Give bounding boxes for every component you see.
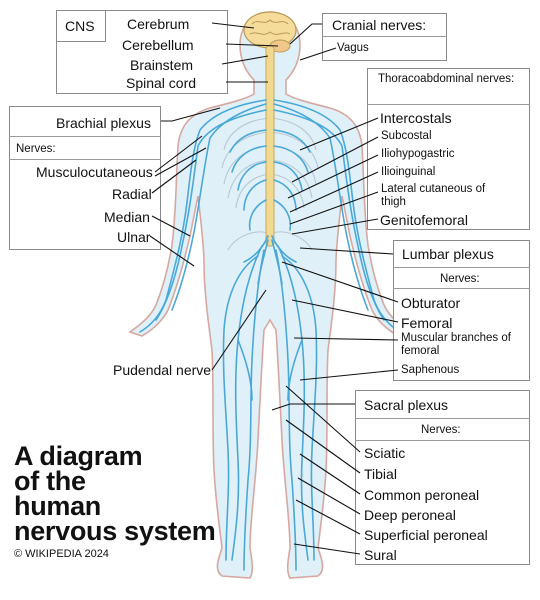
- cranial-header: Cranial nerves:: [332, 17, 427, 33]
- brachial-divider-2: [9, 159, 161, 160]
- pointer-brainstem: [221, 55, 269, 65]
- lumbar-divider-1: [393, 267, 530, 268]
- pointer-brachial: [161, 107, 221, 122]
- sacral-label-deep-peroneal: Deep peroneal: [364, 507, 456, 523]
- pointer-common-peroneal: [299, 453, 361, 495]
- sacral-label-tibial: Tibial: [364, 466, 397, 482]
- pointer-subcostal: [291, 136, 379, 183]
- lumbar-divider-2: [393, 288, 530, 289]
- lumbar-header: Lumbar plexus: [402, 246, 494, 262]
- brain-folds: [249, 19, 291, 35]
- pointer-genitofemoral: [291, 218, 379, 235]
- pointer-pudendal: [211, 289, 267, 371]
- pointer-tibial: [285, 419, 361, 474]
- brachial-label-musculocutaneous: Musculocutaneous: [36, 164, 153, 180]
- pointer-iliohypogastric: [287, 154, 379, 199]
- lumbar-label-femoral: Femoral: [401, 315, 453, 331]
- thoraco-divider: [367, 104, 530, 105]
- pointer-intercostals: [299, 117, 379, 151]
- body-silhouette: [128, 11, 412, 579]
- thoraco-header-text: Thoracoabdominal nerves:: [378, 73, 515, 85]
- cranial-box: [322, 13, 447, 61]
- lumbar-label-muscular-branches-text: Muscular branches of femoral: [401, 332, 511, 357]
- sacral-subheader: Nerves:: [421, 424, 461, 436]
- thoraco-header: Thoracoabdominal nerves:: [378, 73, 523, 86]
- pointer-radial-1: [154, 147, 207, 177]
- thoraco-box: [367, 68, 530, 230]
- cns-header-box: [56, 10, 106, 42]
- sacral-label-sciatic: Sciatic: [364, 445, 406, 461]
- pointer-saphenous: [299, 369, 399, 381]
- pointer-median: [151, 215, 191, 237]
- lumbar-label-obturator: Obturator: [401, 295, 461, 311]
- pudendal-label: Pudendal nerve: [113, 362, 212, 378]
- brachial-subheader: Nerves:: [16, 143, 56, 155]
- thoraco-label-lateral-cutaneous: Lateral cutaneous of thigh: [381, 183, 511, 209]
- cns-label-spinal-cord: Spinal cord: [126, 75, 197, 91]
- brachial-label-ulnar: Ulnar: [117, 229, 151, 245]
- pointer-lateral-cutaneous: [289, 191, 379, 225]
- thoraco-label-subcostal: Subcostal: [381, 130, 432, 142]
- pointer-musculocutaneous: [154, 135, 203, 173]
- brachial-header: Brachial plexus: [56, 115, 151, 131]
- sacral-header: Sacral plexus: [364, 397, 449, 413]
- brachial-label-radial: Radial: [112, 186, 152, 202]
- lumbar-label-muscular-branches: Muscular branches of femoral: [401, 332, 526, 358]
- sacral-divider-2: [355, 440, 530, 441]
- brachial-box: [9, 106, 161, 250]
- cranial-label-vagus: Vagus: [337, 42, 369, 54]
- sacral-label-sural: Sural: [364, 547, 397, 563]
- cns-label-brainstem: Brainstem: [130, 57, 194, 73]
- sacral-label-superficial-peroneal: Superficial peroneal: [364, 527, 488, 543]
- pointer-ulnar: [149, 235, 195, 267]
- pointer-femoral: [291, 299, 399, 323]
- diagram-title: A diagram of the human nervous system: [14, 441, 216, 546]
- pointer-lumbar: [299, 247, 394, 255]
- brachial-label-median: Median: [104, 209, 150, 225]
- pointer-cerebellum: [225, 43, 279, 47]
- pointer-sural: [293, 543, 361, 555]
- sacral-box: [355, 390, 530, 565]
- pointer-obturator: [281, 261, 399, 303]
- sacral-divider-1: [355, 418, 530, 419]
- pointer-sacral: [271, 403, 355, 411]
- cranial-divider: [322, 36, 447, 37]
- pointer-superficial-peroneal: [295, 499, 361, 535]
- pointer-muscular-branches: [293, 337, 399, 341]
- brachial-divider-1: [9, 136, 161, 137]
- thoraco-label-ilioinguinal: Ilioinguinal: [381, 166, 436, 178]
- thoraco-label-iliohypogastric: Iliohypogastric: [381, 148, 455, 160]
- cns-header: CNS: [65, 18, 95, 34]
- pointer-deep-peroneal: [297, 477, 361, 515]
- cns-label-cerebrum: Cerebrum: [127, 16, 190, 32]
- lumbar-label-saphenous: Saphenous: [401, 364, 460, 376]
- pointer-vagus: [299, 47, 337, 61]
- pointer-cerebrum: [211, 22, 255, 29]
- cns-label-cerebellum: Cerebellum: [122, 37, 194, 53]
- thoraco-label-genitofemoral: Genitofemoral: [380, 212, 468, 228]
- pointer-cranial: [289, 23, 322, 45]
- lumbar-box: [393, 240, 530, 381]
- pointer-radial-2: [151, 159, 197, 194]
- lumbar-subheader: Nerves:: [440, 273, 480, 285]
- nerve-network: [139, 99, 401, 571]
- thoraco-label-lateral-cutaneous-text: Lateral cutaneous of thigh: [381, 183, 486, 208]
- sacral-label-common-peroneal: Common peroneal: [364, 487, 480, 503]
- pointer-ilioinguinal: [289, 171, 379, 213]
- pointer-sciatic: [285, 385, 361, 453]
- credit-text: © WIKIPEDIA 2024: [14, 548, 109, 560]
- thoraco-label-intercostals: Intercostals: [380, 110, 452, 126]
